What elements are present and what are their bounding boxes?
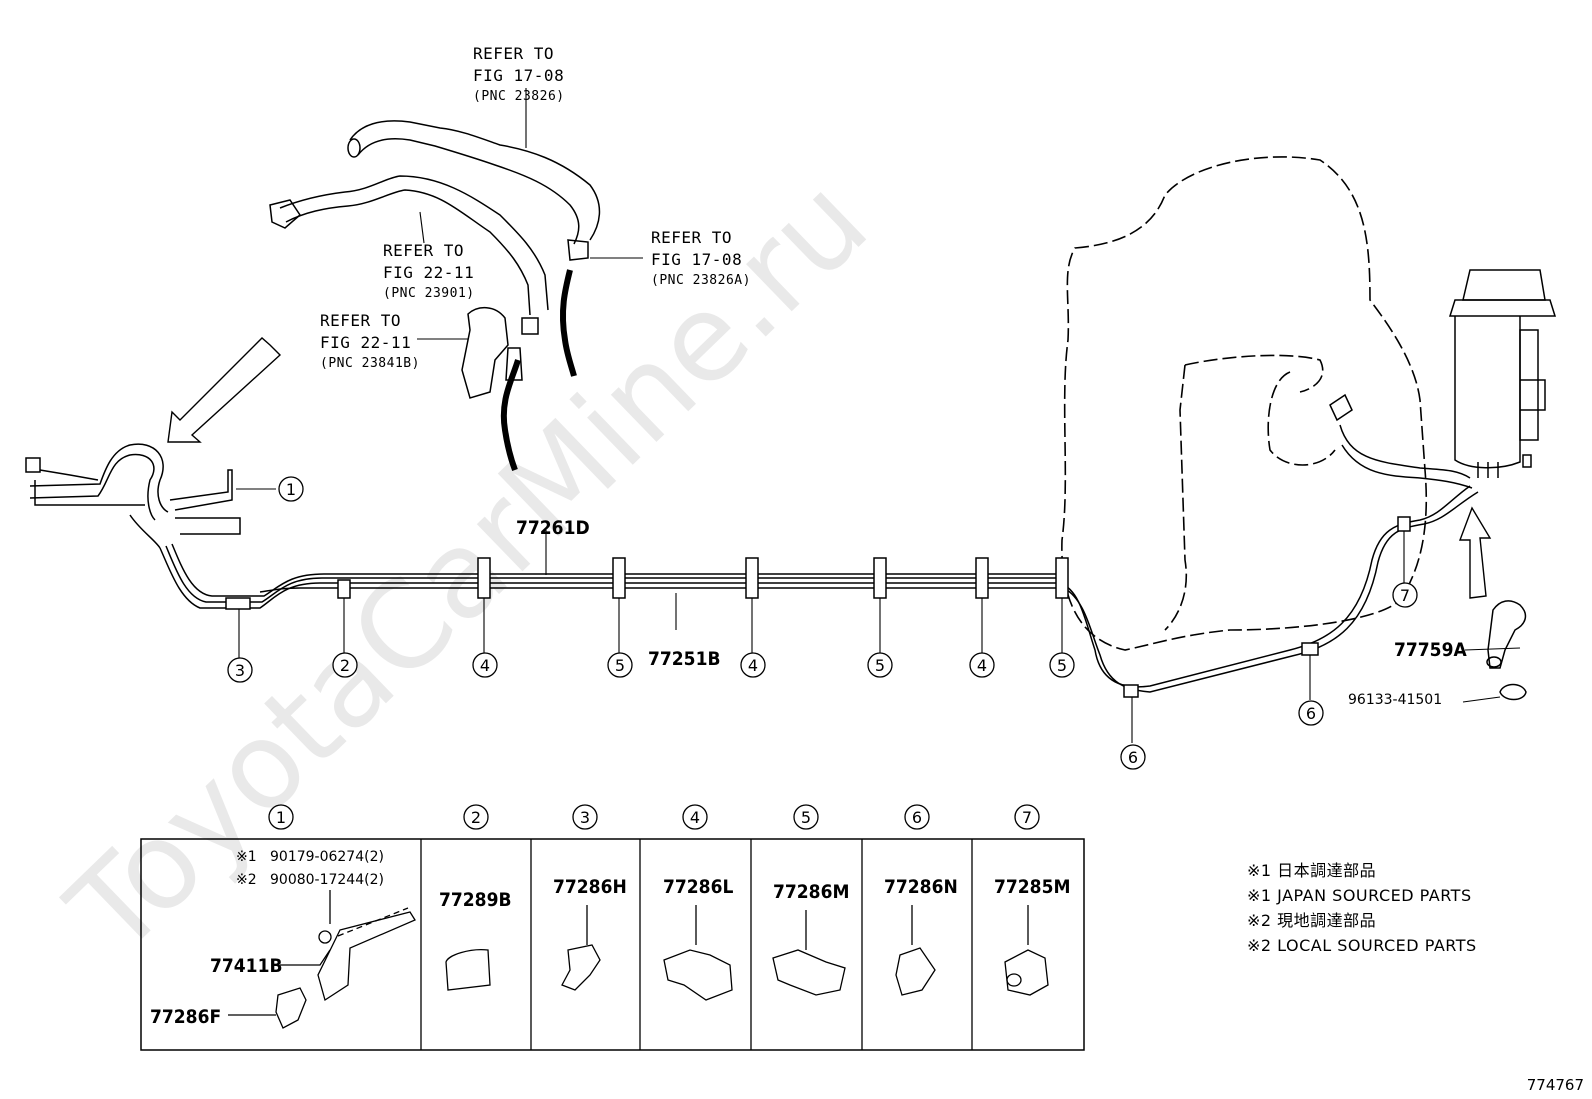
ref-label-23841b: REFER TO FIG 22-11 (PNC 23841B)	[320, 311, 420, 371]
callout-6a: 6	[1120, 744, 1146, 770]
ref-23826-line1: REFER TO	[473, 44, 554, 63]
svg-text:4: 4	[480, 656, 490, 675]
svg-text:6: 6	[912, 808, 922, 827]
ref-label-23901: REFER TO FIG 22-11 (PNC 23901)	[383, 241, 475, 301]
clip-drawings	[445, 905, 1049, 1001]
ref-23826-line2: FIG 17-08	[473, 66, 564, 85]
part-77286n: 77286N	[884, 876, 958, 898]
ref-label-23826: REFER TO FIG 17-08 (PNC 23826)	[473, 44, 565, 104]
svg-text:5: 5	[875, 656, 885, 675]
ref-23901-line3: (PNC 23901)	[383, 286, 475, 301]
part-77286f: 77286F	[150, 1006, 221, 1028]
legend-line-1: ※1 日本調達部品	[1247, 861, 1376, 880]
svg-text:1: 1	[276, 808, 286, 827]
bracket-77411b-drawing	[228, 890, 416, 1029]
callout-7: 7	[1392, 582, 1418, 608]
table-header-1: 1	[268, 804, 294, 830]
callout-2: 2	[332, 652, 358, 678]
left-tube-ends	[25, 443, 169, 549]
ref-23826a-line2: FIG 17-08	[651, 250, 742, 269]
upper-hoses	[269, 120, 601, 472]
svg-text:4: 4	[748, 656, 758, 675]
svg-text:4: 4	[977, 656, 987, 675]
part-77285m: 77285M	[994, 876, 1070, 898]
ref-23841b-line2: FIG 22-11	[320, 333, 411, 352]
legend-line-3: ※2 現地調達部品	[1247, 911, 1376, 930]
legend: ※1 日本調達部品 ※1 JAPAN SOURCED PARTS ※2 現地調達…	[1247, 861, 1477, 955]
legend-line-4: ※2 LOCAL SOURCED PARTS	[1247, 936, 1477, 955]
part-77251b: 77251B	[648, 648, 721, 670]
callout-5b: 5	[867, 652, 893, 678]
ref-23826a-line1: REFER TO	[651, 228, 732, 247]
table-header-6: 6	[904, 804, 930, 830]
ref-23901-line2: FIG 22-11	[383, 263, 474, 282]
ref-23841b-line1: REFER TO	[320, 311, 401, 330]
svg-text:1: 1	[286, 480, 296, 499]
callout-6b: 6	[1298, 700, 1324, 726]
direction-arrows	[167, 337, 1492, 599]
table-header-4: 4	[682, 804, 708, 830]
part-77411b: 77411B	[210, 955, 283, 977]
svg-text:5: 5	[801, 808, 811, 827]
leader-lines	[236, 88, 1521, 743]
callout-5a: 5	[607, 652, 633, 678]
table-header-3: 3	[572, 804, 598, 830]
svg-text:5: 5	[1057, 656, 1067, 675]
note2-part: 90080-17244(2)	[270, 872, 384, 888]
part-77286l: 77286L	[663, 876, 733, 898]
part-77286m: 77286M	[773, 881, 849, 903]
parts-table: 1 2 3 4 5 6 7 ※1 90179-06274(2) ※2 90080…	[140, 804, 1085, 1051]
callout-4a: 4	[472, 652, 498, 678]
note1-part: 90179-06274(2)	[270, 849, 384, 865]
bracket-1	[169, 469, 241, 535]
svg-text:2: 2	[340, 656, 350, 675]
svg-text:3: 3	[235, 661, 245, 680]
ref-23826-line3: (PNC 23826)	[473, 89, 565, 104]
svg-text:6: 6	[1128, 748, 1138, 767]
svg-text:4: 4	[690, 808, 700, 827]
note1-mark: ※1	[236, 849, 257, 865]
ref-23901-line1: REFER TO	[383, 241, 464, 260]
svg-text:5: 5	[615, 656, 625, 675]
arrow-up-icon	[1458, 506, 1492, 599]
canister-hoses	[1329, 393, 1473, 489]
callout-4b: 4	[740, 652, 766, 678]
svg-text:2: 2	[471, 808, 481, 827]
svg-text:3: 3	[580, 808, 590, 827]
note2-mark: ※2	[236, 872, 257, 888]
part-77286h: 77286H	[553, 876, 627, 898]
legend-line-2: ※1 JAPAN SOURCED PARTS	[1247, 886, 1472, 905]
callout-1: 1	[278, 476, 304, 502]
part-77289b: 77289B	[439, 889, 512, 911]
svg-text:6: 6	[1306, 704, 1316, 723]
fuel-tank-outline	[1061, 156, 1428, 651]
ref-label-23826a: REFER TO FIG 17-08 (PNC 23826A)	[651, 228, 751, 288]
callout-4c: 4	[969, 652, 995, 678]
callout-5c: 5	[1049, 652, 1075, 678]
ref-23841b-line3: (PNC 23841B)	[320, 356, 420, 371]
svg-text:7: 7	[1022, 808, 1032, 827]
charcoal-canister	[1448, 269, 1557, 478]
part-77261d: 77261D	[516, 517, 590, 539]
clamp-markers	[225, 516, 1411, 698]
table-header-5: 5	[793, 804, 819, 830]
table-header-7: 7	[1014, 804, 1040, 830]
table-header-2: 2	[463, 804, 489, 830]
figure-id: 774767	[1527, 1076, 1584, 1094]
part-77759a: 77759A	[1394, 639, 1467, 661]
arrow-left-icon	[167, 337, 282, 443]
clamp-icon	[1499, 683, 1527, 701]
part-96133-41501: 96133-41501	[1348, 692, 1442, 708]
svg-text:7: 7	[1400, 586, 1410, 605]
hose-77759a	[1486, 600, 1527, 701]
ref-23826a-line3: (PNC 23826A)	[651, 273, 751, 288]
callout-3: 3	[227, 657, 253, 683]
